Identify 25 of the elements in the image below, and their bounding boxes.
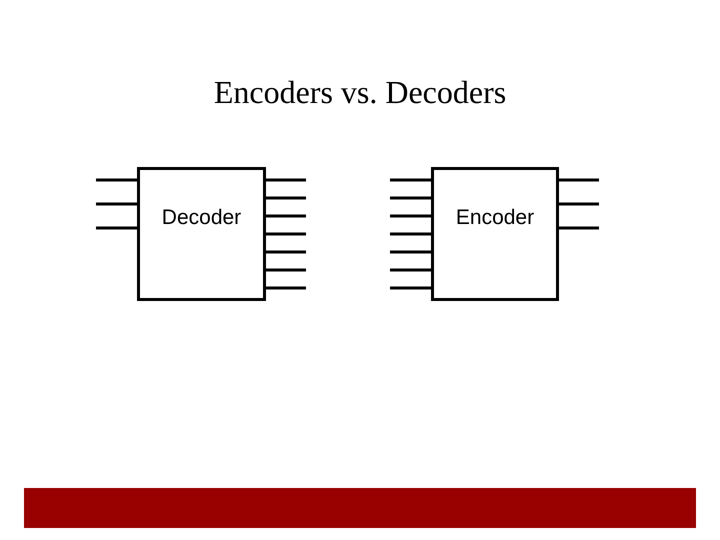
title: Encoders vs. Decoders: [212, 74, 508, 111]
input-line: [390, 268, 431, 272]
input-line: [390, 214, 431, 218]
input-line: [390, 196, 431, 200]
block-box: [431, 167, 559, 301]
output-line: [266, 250, 306, 254]
block-label: Decoder: [160, 206, 242, 230]
output-line: [266, 268, 306, 272]
input-line: [96, 178, 137, 182]
block-box: [137, 167, 266, 301]
input-line: [390, 232, 431, 236]
input-line: [390, 286, 431, 290]
input-line: [390, 250, 431, 254]
output-line: [559, 202, 599, 206]
output-line: [266, 178, 306, 182]
block-label: Encoder: [454, 206, 536, 230]
output-line: [266, 232, 306, 236]
output-line: [559, 226, 599, 230]
input-line: [390, 178, 431, 182]
output-line: [559, 178, 599, 182]
output-line: [266, 196, 306, 200]
output-line: [266, 214, 306, 218]
input-line: [96, 226, 137, 230]
input-line: [96, 202, 137, 206]
output-line: [266, 286, 306, 290]
